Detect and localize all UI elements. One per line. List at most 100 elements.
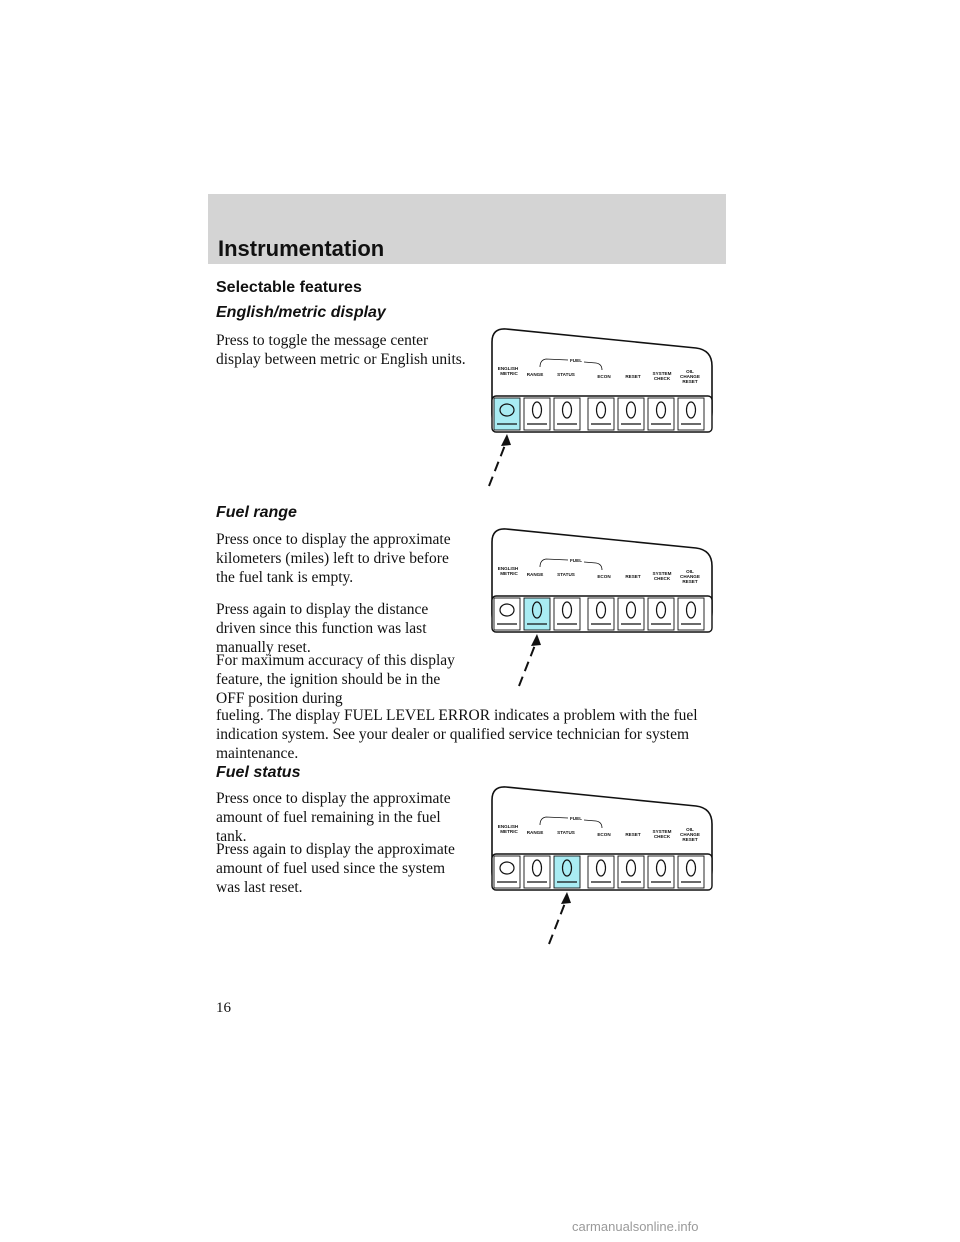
panel-button xyxy=(677,397,705,431)
button-icon xyxy=(655,601,667,619)
paragraph: Press once to display the approximate ki… xyxy=(216,531,451,586)
button-face xyxy=(647,597,675,631)
label-econ: ECON xyxy=(597,832,611,837)
label-reset: RESET xyxy=(625,832,641,837)
label-range: RANGE xyxy=(527,830,544,835)
label-change: CHANGE xyxy=(680,374,700,379)
button-icon xyxy=(499,603,515,617)
label-metric: METRIC xyxy=(500,829,518,834)
button-face xyxy=(677,597,705,631)
button-icon xyxy=(655,859,667,877)
button-face xyxy=(587,855,615,889)
button-face xyxy=(553,597,581,631)
panel-button xyxy=(617,855,645,889)
button-icon xyxy=(625,859,637,877)
label-status: STATUS xyxy=(557,572,575,577)
button-icon xyxy=(595,401,607,419)
panel-button xyxy=(677,855,705,889)
label-check: CHECK xyxy=(654,576,671,581)
paragraph: For maximum accuracy of this display fea… xyxy=(216,652,455,707)
button-icon xyxy=(685,601,697,619)
label-check: CHECK xyxy=(654,834,671,839)
label-fuel: FUEL xyxy=(570,358,582,363)
pointer-arrow-head xyxy=(561,892,571,904)
label-metric: METRIC xyxy=(500,371,518,376)
label-econ: ECON xyxy=(597,574,611,579)
label-english: ENGLISH xyxy=(498,566,519,571)
label-oil: OIL xyxy=(686,827,694,832)
button-icon xyxy=(595,601,607,619)
button-face xyxy=(677,855,705,889)
button-icon xyxy=(685,859,697,877)
label-check: CHECK xyxy=(654,376,671,381)
button-icon xyxy=(625,401,637,419)
label-system: SYSTEM xyxy=(653,571,672,576)
fuel-bracket-left xyxy=(539,558,569,568)
panel-button xyxy=(587,855,615,889)
fuel-bracket-right xyxy=(583,561,603,571)
footer-watermark: carmanualsonline.info xyxy=(572,1219,699,1234)
button-icon xyxy=(531,859,543,877)
label-english: ENGLISH xyxy=(498,824,519,829)
button-icon xyxy=(595,859,607,877)
label-metric: METRIC xyxy=(500,571,518,576)
fuel-bracket-right xyxy=(583,819,603,829)
button-icon xyxy=(499,861,515,875)
panel-button xyxy=(587,397,615,431)
button-face xyxy=(523,397,551,431)
label-range: RANGE xyxy=(527,572,544,577)
paragraph: Press again to display the approximate a… xyxy=(216,841,455,896)
paragraph: Press to toggle the message center displ… xyxy=(216,332,466,368)
heading-english-metric: English/metric display xyxy=(216,304,386,321)
panel-button xyxy=(617,597,645,631)
button-face xyxy=(493,397,521,431)
button-icon xyxy=(561,601,573,619)
heading-fuel-status: Fuel status xyxy=(216,764,301,781)
label-fuel: FUEL xyxy=(570,816,582,821)
pointer-arrow-line xyxy=(488,439,508,487)
panel-button xyxy=(493,397,521,431)
panel-button xyxy=(587,597,615,631)
section-title: Selectable features xyxy=(216,279,362,296)
panel-button xyxy=(553,597,581,631)
fuel-bracket-right xyxy=(583,361,603,371)
button-icon xyxy=(655,401,667,419)
label-status: STATUS xyxy=(557,372,575,377)
label-oil: OIL xyxy=(686,569,694,574)
label-oil-reset: RESET xyxy=(682,837,698,842)
page-number: 16 xyxy=(216,1000,231,1016)
button-face xyxy=(617,597,645,631)
button-face xyxy=(647,397,675,431)
button-face xyxy=(617,397,645,431)
panel-button xyxy=(553,855,581,889)
button-face xyxy=(493,855,521,889)
label-oil-reset: RESET xyxy=(682,379,698,384)
panel-button xyxy=(523,855,551,889)
button-face xyxy=(523,855,551,889)
panel-button xyxy=(523,597,551,631)
button-face xyxy=(553,855,581,889)
paragraph: fueling. The display FUEL LEVEL ERROR in… xyxy=(216,707,698,762)
pointer-arrow-head xyxy=(531,634,541,646)
label-reset: RESET xyxy=(625,374,641,379)
button-face xyxy=(587,397,615,431)
panel-button xyxy=(647,597,675,631)
button-icon xyxy=(499,403,515,417)
button-icon xyxy=(561,859,573,877)
pointer-arrow-line xyxy=(548,897,568,945)
label-oil-reset: RESET xyxy=(682,579,698,584)
label-system: SYSTEM xyxy=(653,829,672,834)
fuel-bracket-left xyxy=(539,816,569,826)
label-english: ENGLISH xyxy=(498,366,519,371)
pointer-arrow-line xyxy=(518,639,538,687)
label-range: RANGE xyxy=(527,372,544,377)
panel-button xyxy=(677,597,705,631)
button-face xyxy=(617,855,645,889)
label-reset: RESET xyxy=(625,574,641,579)
paragraph: Press again to display the distance driv… xyxy=(216,601,429,656)
header-band xyxy=(208,194,726,264)
panel-button xyxy=(493,597,521,631)
button-icon xyxy=(625,601,637,619)
